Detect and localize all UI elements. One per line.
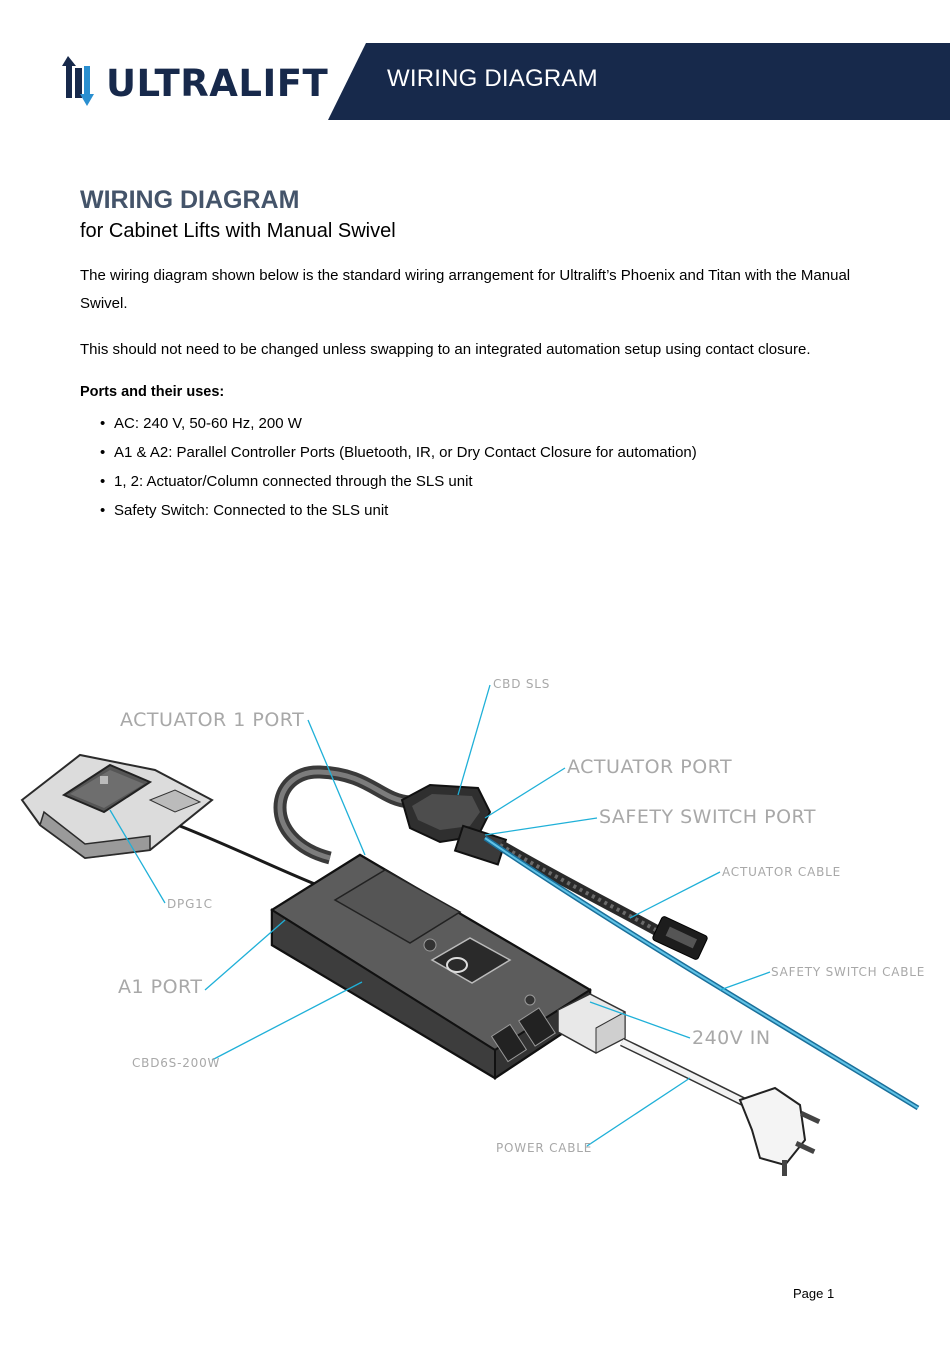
label-240v-in: 240V IN [692,1027,771,1049]
port-a1-a2: A1 & A2: Parallel Controller Ports (Blue… [114,444,697,461]
label-power-cable: POWER CABLE [496,1141,593,1155]
label-dpg1c: DPG1C [167,897,213,911]
bullet: • [100,444,106,461]
list-item: • A1 & A2: Parallel Controller Ports (Blu… [100,438,697,467]
bullet: • [100,502,106,519]
power-plug-icon [738,1086,821,1176]
label-cbd6s-200w: CBD6S-200W [132,1056,221,1070]
header-title: WIRING DIAGRAM [387,65,598,92]
label-safety-switch-cable: SAFETY SWITCH CABLE [771,965,926,979]
label-actuator-cable: ACTUATOR CABLE [722,865,841,879]
label-a1-port: A1 PORT [118,976,203,998]
intro-paragraph: The wiring diagram shown below is the st… [80,267,851,312]
label-actuator-1-port: ACTUATOR 1 PORT [120,709,305,731]
list-item: • Safety Switch: Connected to the SLS uni… [100,496,697,525]
dpg1c-controller-icon [20,753,214,860]
note-paragraph: This should not need to be changed unles… [80,341,811,358]
label-safety-switch-port: SAFETY SWITCH PORT [599,806,816,828]
list-item: • 1, 2: Actuator/Column connected through… [100,467,697,496]
header-band [328,43,950,120]
ports-heading: Ports and their uses: [80,384,225,400]
label-cbd-sls: CBD SLS [493,677,551,691]
bullet: • [100,415,106,432]
document-title: WIRING DIAGRAM [80,186,300,214]
port-safety-switch: Safety Switch: Connected to the SLS unit [114,502,389,519]
actuator-connector-icon [652,916,708,960]
cbd-sls-module-icon [400,783,508,866]
wiring-diagram: CBD SLS ACTUATOR 1 PORT ACTUATOR PORT SA… [0,660,950,1180]
page-number: Page 1 [793,1286,835,1301]
ports-list: • AC: 240 V, 50-60 Hz, 200 W • A1 & A2: Pa… [100,409,697,525]
leader-lines [109,684,771,1147]
ultralift-logo-mark-icon [62,56,94,106]
port-1-2: 1, 2: Actuator/Column connected through … [114,473,473,490]
port-ac: AC: 240 V, 50-60 Hz, 200 W [114,415,302,432]
label-actuator-port: ACTUATOR PORT [567,756,733,778]
bullet: • [100,473,106,490]
list-item: • AC: 240 V, 50-60 Hz, 200 W [100,409,697,438]
wiring-diagram-illustration [20,684,920,1176]
logo-text: ULTRALIFT [106,62,329,105]
cbd6s-control-box-icon [270,853,592,1080]
ultralift-logo: ULTRALIFT [62,54,332,110]
document-subtitle: for Cabinet Lifts with Manual Swivel [80,220,396,242]
